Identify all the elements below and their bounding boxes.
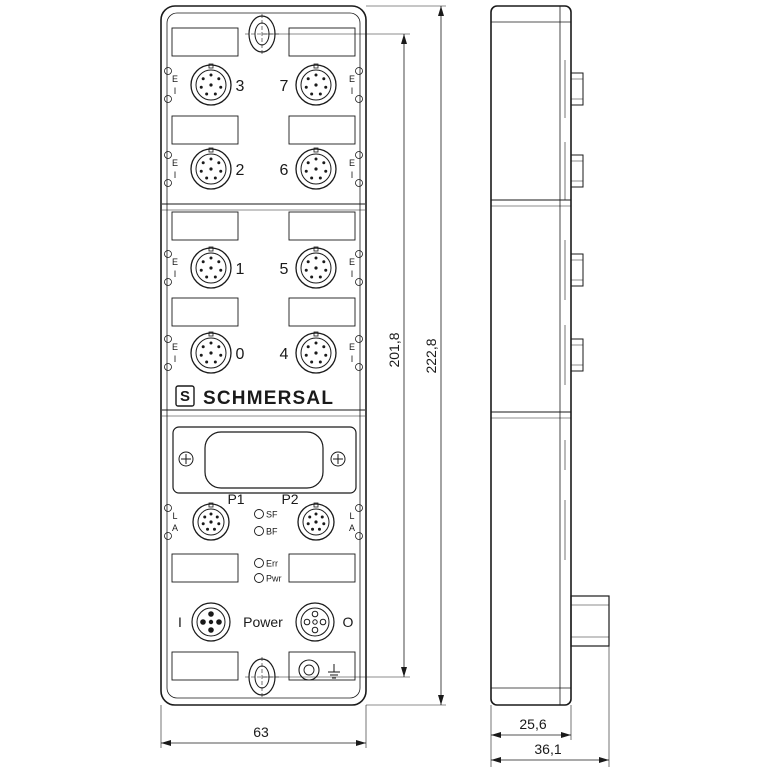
io-port-number: 6 (280, 162, 289, 179)
side-connector (564, 240, 584, 300)
side-marking: E (172, 74, 178, 84)
dimension-width-front: 63 (253, 724, 269, 740)
side-connectors (564, 60, 584, 560)
side-marking: I (351, 86, 354, 96)
led-label: SF (266, 510, 278, 520)
io-port-number: 2 (236, 162, 245, 179)
brand-name: SCHMERSAL (203, 388, 334, 409)
side-marking: E (172, 158, 178, 168)
side-marking: I (174, 170, 177, 180)
led-err-indicator (254, 558, 264, 568)
plus-screw-icon (178, 451, 194, 467)
led-pwr-indicator (254, 573, 264, 583)
io-port-number: 1 (236, 261, 245, 278)
brand-logo: S (175, 385, 195, 407)
bus-connector-window (172, 426, 357, 494)
side-marking: E (172, 342, 178, 352)
side-marking: E (349, 257, 355, 267)
bus-connector-p1 (192, 502, 230, 541)
label-window (171, 115, 239, 145)
label-window (288, 27, 356, 57)
side-marking: I (174, 269, 177, 279)
housing-inner-outline (166, 12, 361, 699)
logo-glyph: S (180, 388, 190, 405)
bus-port-label: P2 (281, 491, 298, 507)
dimension-depth-total: 36,1 (534, 741, 561, 757)
side-marking: A (349, 523, 355, 533)
power-label: Power (243, 614, 283, 630)
label-windows (171, 27, 356, 681)
io-connector-6 (295, 147, 337, 190)
power-in-connector (191, 602, 231, 642)
label-window (171, 27, 239, 57)
power-out-connector (295, 602, 335, 642)
io-connector-4 (295, 331, 337, 374)
io-connector-0 (190, 331, 232, 374)
side-marking: L (172, 511, 177, 521)
label-window (171, 651, 239, 681)
io-port-number: 5 (280, 261, 289, 278)
connector-icon (570, 595, 610, 647)
side-marking: E (349, 342, 355, 352)
led-label: Pwr (266, 574, 282, 584)
io-port-number: 7 (280, 78, 289, 95)
side-marking: E (172, 257, 178, 267)
label-window (288, 297, 356, 327)
side-view (490, 5, 610, 706)
dimension-lines: 222,8 201,8 63 25,6 36,1 (160, 5, 610, 767)
side-housing-outline (490, 5, 572, 706)
led-label: Err (266, 559, 278, 569)
side-marking: I (351, 170, 354, 180)
label-window (171, 553, 239, 583)
side-marking: A (172, 523, 178, 533)
io-port-number: 3 (236, 78, 245, 95)
io-connector-5 (295, 246, 337, 289)
dimension-height-total: 222,8 (423, 338, 439, 373)
side-marking: I (351, 354, 354, 364)
led-label: BF (266, 527, 278, 537)
led-bf-indicator (254, 526, 264, 536)
dimension-hole-spacing: 201,8 (386, 332, 402, 367)
io-port-number: 0 (236, 346, 245, 363)
bus-port-label: P1 (227, 491, 244, 507)
side-marking: L (349, 511, 354, 521)
label-window (288, 553, 356, 583)
power-out-label: O (343, 614, 354, 630)
io-port-number: 4 (280, 346, 289, 363)
side-marking: E (349, 74, 355, 84)
side-marking: E (349, 158, 355, 168)
io-connector-2 (190, 147, 232, 190)
label-window (171, 211, 239, 241)
led-sf-indicator (254, 509, 264, 519)
side-connector (564, 60, 584, 118)
side-marking: I (174, 86, 177, 96)
plus-screw-icon (330, 451, 346, 467)
io-connector-3 (190, 63, 232, 106)
io-connector-1 (190, 246, 232, 289)
side-marking: I (351, 269, 354, 279)
label-window (288, 651, 356, 681)
side-connector (564, 142, 584, 200)
bus-connector-p2 (297, 502, 335, 541)
label-window (288, 115, 356, 145)
io-connector-7 (295, 63, 337, 106)
side-connector (564, 325, 584, 385)
power-in-label: I (178, 614, 182, 630)
label-window (288, 211, 356, 241)
housing-outline (160, 5, 367, 706)
label-window (171, 297, 239, 327)
side-marking: I (174, 354, 177, 364)
ground-icon (298, 659, 340, 681)
dimension-depth-body: 25,6 (519, 716, 546, 732)
